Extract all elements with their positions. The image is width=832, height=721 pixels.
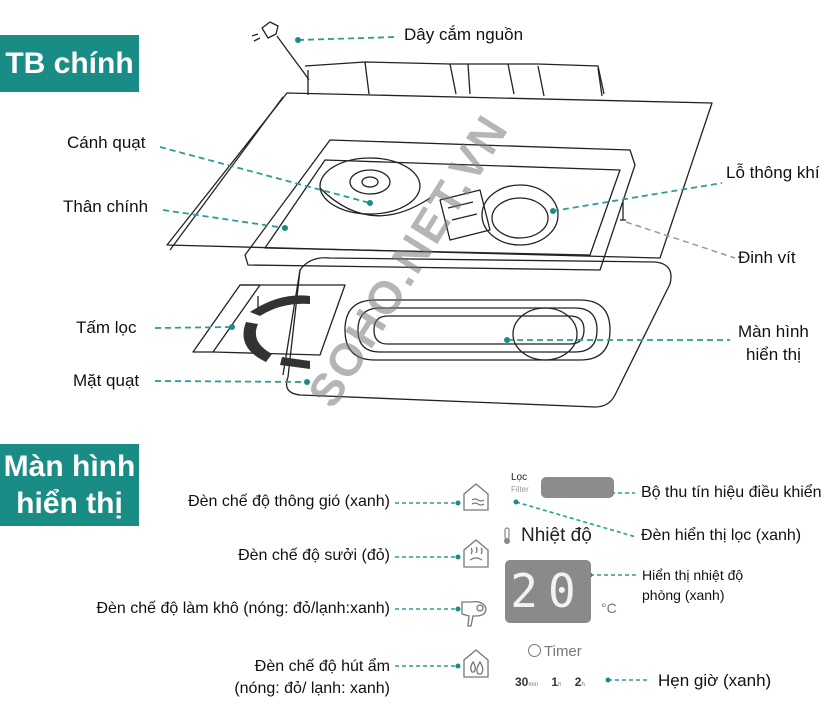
label-temp-display: Hiển thị nhiệt độ phòng (xanh) [642, 565, 743, 605]
label-main-body: Thân chính [63, 197, 149, 216]
label-display-screen: Màn hình hiển thị [738, 320, 809, 366]
label-vent-hole: Lỗ thông khí [726, 163, 820, 182]
timer-option: 2h [574, 675, 585, 689]
label-receiver: Bộ thu tín hiệu điều khiển [641, 484, 822, 501]
section-title: TB chính [5, 47, 134, 80]
house-heat-icon [463, 539, 489, 568]
label-ventilation-light: Đèn chế độ thông gió (xanh) [188, 493, 390, 510]
ir-receiver-window [541, 477, 614, 498]
label-filter-plate: Tấm lọc [76, 318, 137, 337]
label-timer: Hẹn giờ (xanh) [658, 671, 772, 690]
timer-title-wrap: Timer [528, 643, 582, 660]
screw-leader-line [625, 221, 736, 259]
hair-dryer-icon [461, 600, 487, 627]
label-heating-light: Đèn chế độ sưởi (đỏ) [238, 547, 390, 564]
timer-title: Timer [544, 643, 582, 660]
label-temp-line1: Hiển thị nhiệt độ [642, 567, 744, 583]
label-fan-blade: Cánh quạt [67, 133, 146, 152]
temp-unit: °C [601, 600, 617, 616]
timer-options: 30min 1h 2h [515, 675, 585, 689]
section-title-line2: hiển thị [16, 487, 123, 520]
label-fan-face: Mặt quạt [73, 371, 140, 390]
timer-option: 1h [551, 675, 562, 689]
label-screw: Đinh vít [738, 248, 796, 267]
power-plug-icon [251, 21, 310, 81]
label-dehumid-line1: Đèn chế độ hút ẩm [254, 658, 390, 675]
temperature-lcd: 20 [505, 560, 591, 623]
filter-mesh [243, 295, 310, 369]
timer-option: 30min [515, 675, 539, 689]
filter-label-en: Filter [511, 485, 529, 494]
temperature-value: 20 [510, 564, 586, 618]
label-temp-line2: phòng (xanh) [642, 587, 725, 603]
section-tag-display: Màn hình hiển thị [0, 444, 139, 526]
label-dehumid-line2: (nóng: đỏ/ lạnh: xanh) [234, 680, 390, 697]
house-droplet-icon [463, 649, 489, 678]
label-display-line1: Màn hình [738, 322, 809, 341]
label-dehumid-light: Đèn chế độ hút ẩm (nóng: đỏ/ lạnh: xanh) [234, 656, 390, 700]
house-wind-icon [463, 483, 489, 511]
thermometer-icon [504, 527, 510, 544]
label-power-cord: Dây cắm nguồn [404, 25, 524, 44]
temp-title: Nhiệt độ [521, 525, 592, 546]
section-tag-main-unit: TB chính [0, 35, 139, 92]
label-display-line2: hiển thị [746, 345, 801, 364]
clock-icon [528, 644, 541, 657]
filter-label-vi: Lọc [511, 472, 528, 483]
section-title-line1: Màn hình [3, 450, 136, 483]
label-drying-light: Đèn chế độ làm khô (nóng: đỏ/lạnh:xanh) [96, 600, 390, 617]
label-filter-light: Đèn hiển thị lọc (xanh) [641, 527, 802, 544]
